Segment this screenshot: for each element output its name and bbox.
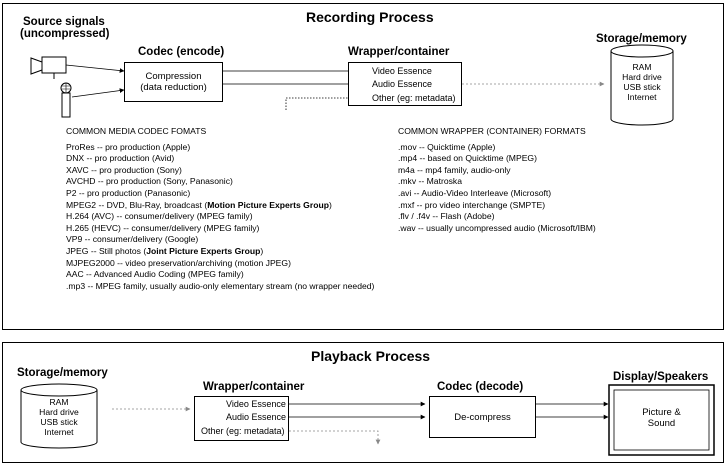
video-camera-icon xyxy=(30,56,67,79)
storage-recording-usb: USB stick xyxy=(623,82,661,92)
playback-panel xyxy=(2,342,724,463)
display-frame xyxy=(608,384,715,456)
wrapper-format-item: m4a -- mp4 family, audio-only xyxy=(398,164,511,175)
codec-formats-list: COMMON MEDIA CODEC FOMATS ProRes -- pro … xyxy=(66,126,374,292)
wrapper-playback-header: Wrapper/container xyxy=(203,381,305,393)
display-label: Picture & Sound xyxy=(614,407,709,429)
wrapper-format-item: .mkv -- Matroska xyxy=(398,176,462,187)
codec-format-item: MPEG2 -- DVD, Blu-Ray, broadcast (Motion… xyxy=(66,199,332,210)
wrapper-playback-audio: Audio Essence xyxy=(226,412,287,422)
codec-decode-label: De-compress xyxy=(454,412,511,423)
codec-formats-heading: COMMON MEDIA CODEC FOMATS xyxy=(66,126,207,136)
codec-encode-header: Codec (encode) xyxy=(138,46,225,58)
codec-encode-label-2: (data reduction) xyxy=(140,82,207,93)
storage-playback-header: Storage/memory xyxy=(17,367,108,379)
recording-panel xyxy=(2,3,724,330)
wrapper-playback-video: Video Essence xyxy=(226,399,286,409)
wrapper-recording-video: Video Essence xyxy=(372,66,432,76)
playback-title: Playback Process xyxy=(311,348,431,364)
recording-title: Recording Process xyxy=(306,9,434,25)
codec-decode-header: Codec (decode) xyxy=(437,381,524,393)
codec-format-item: DNX -- pro production (Avid) xyxy=(66,153,175,164)
wrapper-playback-box xyxy=(194,396,289,441)
storage-playback-usb: USB stick xyxy=(40,417,78,427)
codec-format-item: AVCHD -- pro production (Sony, Panasonic… xyxy=(66,176,233,187)
display-header: Display/Speakers xyxy=(613,371,709,383)
storage-recording-internet: Internet xyxy=(627,92,657,102)
wrapper-format-item: .mp4 -- based on Quicktime (MPEG) xyxy=(398,153,537,164)
codec-format-item: H.264 (AVC) -- consumer/delivery (MPEG f… xyxy=(66,211,253,222)
source-header-2: (uncompressed) xyxy=(20,28,110,40)
codec-format-item: P2 -- pro production (Panasonic) xyxy=(66,187,191,198)
storage-playback-ram: RAM xyxy=(49,397,69,407)
display-label-2: Sound xyxy=(647,418,676,429)
codec-format-item: .mp3 -- MPEG family, usually audio-only … xyxy=(66,280,375,291)
codec-format-item: AAC -- Advanced Audio Coding (MPEG famil… xyxy=(66,269,244,280)
wrapper-format-item: .mxf -- pro video interchange (SMPTE) xyxy=(398,199,546,210)
wrapper-format-item: .flv / .f4v -- Flash (Adobe) xyxy=(398,211,495,222)
wrapper-format-item: .wav -- usually uncompressed audio (Micr… xyxy=(398,222,596,233)
codec-format-item: ProRes -- pro production (Apple) xyxy=(66,141,191,152)
wrapper-recording-header: Wrapper/container xyxy=(348,46,450,58)
codec-encode-label-1: Compression xyxy=(145,71,202,82)
storage-cylinder-recording xyxy=(610,44,674,126)
wrapper-format-item: .mov -- Quicktime (Apple) xyxy=(398,141,496,152)
codec-format-item: VP9 -- consumer/delivery (Google) xyxy=(66,234,199,245)
codec-encode-box: Compression (data reduction) xyxy=(124,62,223,102)
wrapper-formats-heading: COMMON WRAPPER (CONTAINER) FORMATS xyxy=(398,126,586,136)
source-header-1: Source signals xyxy=(23,16,105,28)
codec-format-item: H.265 (HEVC) -- consumer/delivery (MPEG … xyxy=(66,222,260,233)
codec-format-item: JPEG -- Still photos (Joint Picture Expe… xyxy=(66,245,264,256)
storage-playback-internet: Internet xyxy=(44,427,74,437)
storage-playback-hdd: Hard drive xyxy=(39,407,79,417)
storage-cylinder-playback xyxy=(20,383,98,449)
codec-format-item: MJPEG2000 -- video preservation/archivin… xyxy=(66,257,291,268)
microphone-icon xyxy=(60,82,72,118)
codec-decode-box: De-compress xyxy=(429,396,536,438)
storage-recording-ram: RAM xyxy=(632,62,652,72)
wrapper-formats-list: COMMON WRAPPER (CONTAINER) FORMATS .mov … xyxy=(398,126,596,234)
wrapper-recording-box xyxy=(348,62,462,106)
wrapper-recording-other: Other (eg: metadata) xyxy=(372,93,456,103)
wrapper-recording-audio: Audio Essence xyxy=(372,79,433,89)
display-label-1: Picture & xyxy=(642,407,681,418)
wrapper-format-item: .avi -- Audio-Video Interleave (Microsof… xyxy=(398,187,552,198)
wrapper-playback-other: Other (eg: metadata) xyxy=(201,426,285,436)
storage-recording-hdd: Hard drive xyxy=(622,72,662,82)
codec-format-item: XAVC -- pro production (Sony) xyxy=(66,164,182,175)
storage-recording-header: Storage/memory xyxy=(596,33,687,45)
